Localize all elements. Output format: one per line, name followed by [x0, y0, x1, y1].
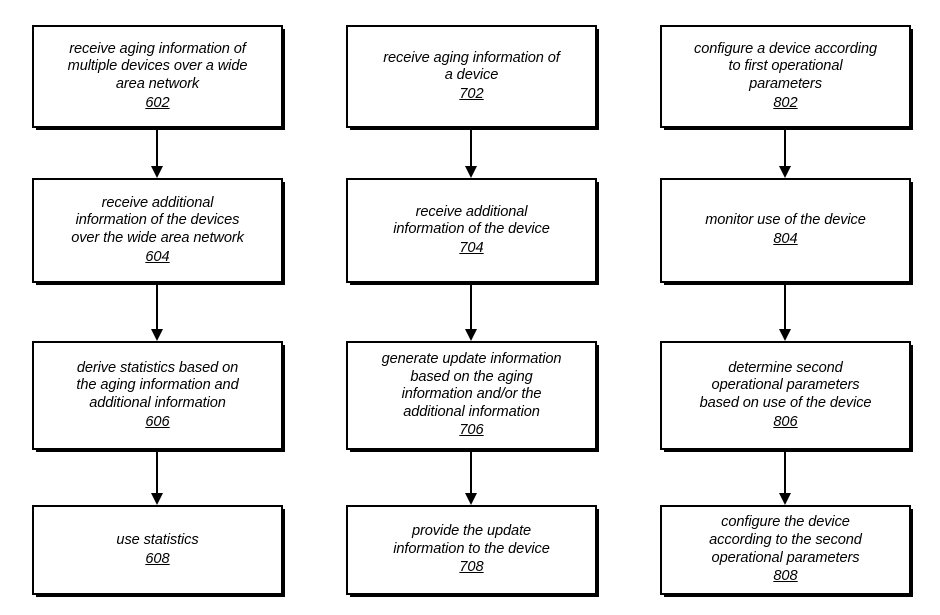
process-box-label: receive additional information of the de… — [71, 194, 244, 246]
connector-arrow-604-to-606 — [151, 283, 163, 341]
process-box-608: use statistics 608 — [32, 505, 283, 595]
connector-shaft — [156, 128, 158, 167]
process-box-806: determine second operational parameters … — [660, 341, 911, 450]
process-box-704: receive additional information of the de… — [346, 178, 597, 283]
process-box-label: receive additional information of the de… — [393, 203, 550, 238]
arrowhead-icon — [779, 166, 791, 178]
connector-arrow-706-to-708 — [465, 450, 477, 505]
process-box-804: monitor use of the device 804 — [660, 178, 911, 283]
process-box-802: configure a device according to first op… — [660, 25, 911, 128]
process-box-reference-numeral: 808 — [773, 568, 798, 585]
process-box-reference-numeral: 604 — [145, 248, 170, 265]
connector-shaft — [470, 450, 472, 494]
arrowhead-icon — [151, 166, 163, 178]
connector-arrow-606-to-608 — [151, 450, 163, 505]
connector-shaft — [784, 128, 786, 167]
arrowhead-icon — [779, 493, 791, 505]
process-box-reference-numeral: 804 — [773, 231, 798, 247]
connector-arrow-802-to-804 — [779, 128, 791, 178]
process-box-label: configure a device according to first op… — [694, 40, 877, 92]
process-box-606: derive statistics based on the aging inf… — [32, 341, 283, 450]
process-box-808: configure the device according to the se… — [660, 505, 911, 595]
process-box-reference-numeral: 704 — [459, 239, 484, 256]
process-box-label: generate update information based on the… — [381, 351, 562, 420]
process-box-label: receive aging information of a device — [383, 49, 560, 84]
connector-shaft — [784, 450, 786, 494]
process-box-label: configure the device according to the se… — [709, 514, 862, 566]
arrowhead-icon — [779, 329, 791, 341]
process-box-label: use statistics — [116, 531, 199, 548]
process-box-602: receive aging information of multiple de… — [32, 25, 283, 128]
process-box-reference-numeral: 806 — [773, 413, 798, 430]
process-box-label: monitor use of the device — [705, 212, 866, 229]
process-box-708: provide the update information to the de… — [346, 505, 597, 595]
process-box-reference-numeral: 608 — [145, 550, 170, 567]
connector-arrow-806-to-808 — [779, 450, 791, 505]
process-box-reference-numeral: 708 — [459, 559, 484, 576]
connector-shaft — [156, 283, 158, 330]
process-box-label: derive statistics based on the aging inf… — [76, 359, 239, 411]
arrowhead-icon — [151, 329, 163, 341]
connector-shaft — [470, 283, 472, 330]
connector-arrow-704-to-706 — [465, 283, 477, 341]
flowchart-column-800: configure a device according to first op… — [660, 0, 911, 615]
process-box-reference-numeral: 602 — [145, 94, 170, 111]
flowchart-column-700: receive aging information of a device 70… — [346, 0, 597, 615]
arrowhead-icon — [151, 493, 163, 505]
connector-arrow-602-to-604 — [151, 128, 163, 178]
arrowhead-icon — [465, 166, 477, 178]
connector-shaft — [156, 450, 158, 494]
flowchart-column-600: receive aging information of multiple de… — [32, 0, 283, 615]
process-box-702: receive aging information of a device 70… — [346, 25, 597, 128]
process-box-604: receive additional information of the de… — [32, 178, 283, 283]
process-box-label: provide the update information to the de… — [393, 523, 550, 557]
process-box-label: receive aging information of multiple de… — [67, 40, 248, 92]
connector-arrow-804-to-806 — [779, 283, 791, 341]
process-box-reference-numeral: 706 — [459, 422, 484, 439]
connector-shaft — [470, 128, 472, 167]
arrowhead-icon — [465, 329, 477, 341]
process-box-label: determine second operational parameters … — [699, 359, 872, 411]
connector-arrow-702-to-704 — [465, 128, 477, 178]
connector-shaft — [784, 283, 786, 330]
process-box-reference-numeral: 702 — [459, 85, 484, 102]
arrowhead-icon — [465, 493, 477, 505]
process-box-706: generate update information based on the… — [346, 341, 597, 450]
process-box-reference-numeral: 802 — [773, 94, 798, 111]
process-box-reference-numeral: 606 — [145, 413, 170, 430]
